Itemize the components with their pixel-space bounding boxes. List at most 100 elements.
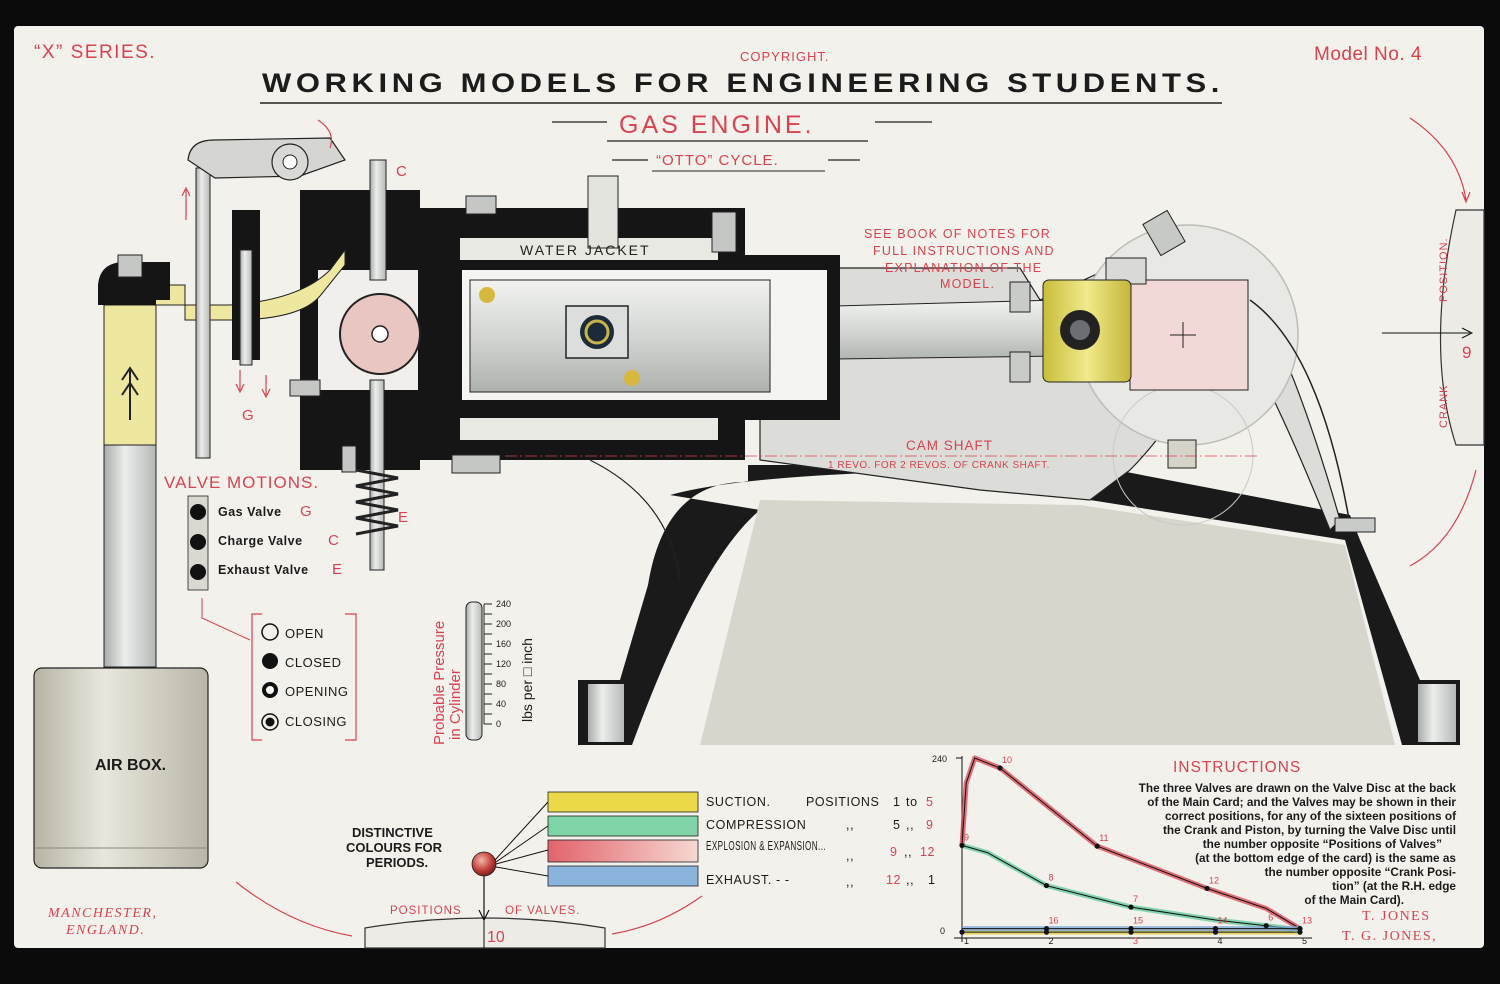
period-pivot-ball xyxy=(471,851,497,877)
gauge-tick-label: 80 xyxy=(496,679,506,689)
suction-ditto: POSITIONS xyxy=(806,795,879,809)
chart-point-label-7: 7 xyxy=(1133,894,1138,904)
crank-pin-inner xyxy=(1070,320,1090,340)
valve-indicator-dots xyxy=(190,504,206,580)
copyright-label: COPYRIGHT. xyxy=(740,49,829,64)
chart-ytick-label: 240 xyxy=(932,754,947,764)
chart-point-15 xyxy=(1128,925,1134,932)
instructions-line-1: The three Valves are drawn on the Valve … xyxy=(1139,781,1457,795)
chest-bolt xyxy=(341,445,357,473)
chart-point-label-3: 3 xyxy=(1133,936,1138,946)
instructions-line-9: of the Main Card). xyxy=(1304,893,1404,907)
instructions-line-6: (at the bottom edge of the card) is the … xyxy=(1195,851,1456,865)
expansion-label: EXPLOSION & EXPANSION... xyxy=(706,839,826,853)
air-pipe xyxy=(103,444,157,668)
gas-valve-rod xyxy=(195,167,211,459)
periods-legend: DISTINCTIVE COLOURS FOR PERIODS. SUCTION… xyxy=(346,791,935,922)
crank-label-1: CRANK xyxy=(1438,384,1450,428)
series-line-explosion-expansion xyxy=(961,757,1301,930)
compression-to-word: ,, xyxy=(906,818,914,832)
bed-foot-left xyxy=(588,684,624,742)
charge-valve-stem xyxy=(369,159,387,281)
gauge-tube xyxy=(465,601,483,741)
chart-point-label-9: 9 xyxy=(964,832,969,842)
gauge-tick-label: 0 xyxy=(496,719,501,729)
cycle-label: “OTTO” CYCLE. xyxy=(656,152,779,169)
note-line-4: MODEL. xyxy=(940,277,995,291)
cylinder-bolt-top-right xyxy=(711,211,737,253)
exhaust-swatch xyxy=(547,865,699,887)
exhaust-label: EXHAUST. - - xyxy=(706,873,790,887)
state-open: OPEN xyxy=(285,626,324,641)
instructions-line-4: the Crank and Piston, by turning the Val… xyxy=(1163,823,1456,837)
chart-point-11 xyxy=(1094,843,1100,849)
chart-point-label-2: 2 xyxy=(1049,936,1054,946)
disc-arrow-left xyxy=(235,881,353,937)
gas-valve-dot xyxy=(190,504,206,520)
piston-oil-hole-top xyxy=(479,287,495,303)
chart-point-label-14: 14 xyxy=(1218,916,1228,926)
piston-oil-hole-bottom xyxy=(624,370,640,386)
suction-to: 5 xyxy=(926,795,934,809)
compression-to: 9 xyxy=(926,818,934,832)
instructions-line-2: of the Main Card; and the Valves may be … xyxy=(1147,795,1456,809)
air-inlet-nut xyxy=(117,254,143,278)
gauge-unit: lbs per □ inch xyxy=(519,638,535,722)
closing-icon-inner xyxy=(265,717,275,727)
air-pipe-top xyxy=(98,262,170,305)
engine-note: SEE BOOK OF NOTES FOR FULL INSTRUCTIONS … xyxy=(864,227,1054,291)
closing-icon xyxy=(261,713,279,731)
chart-point-label-16: 16 xyxy=(1049,916,1059,926)
crank-disc-number: 9 xyxy=(1462,343,1471,362)
compression-from: 5 xyxy=(893,818,901,832)
author-line-2: T. G. JONES, xyxy=(1342,929,1437,944)
suction-to-word: to xyxy=(906,795,918,809)
engine-drawing xyxy=(33,137,1460,869)
chart-point-6 xyxy=(1263,923,1269,929)
crank-position-disc[interactable] xyxy=(1439,209,1485,446)
crank-bolt-bottom xyxy=(1009,351,1031,383)
gauge-tick-label: 160 xyxy=(496,639,511,649)
valve-disc[interactable] xyxy=(364,917,606,949)
valve-motion-list: Gas Valve G Charge Valve C Exhaust Valve… xyxy=(218,503,342,578)
gauge-tick-label: 200 xyxy=(496,619,511,629)
expansion-from: 9 xyxy=(890,845,898,859)
open-icon xyxy=(261,623,279,641)
subtitle: GAS ENGINE. xyxy=(619,111,815,139)
cam-block xyxy=(1167,439,1197,469)
chart-point-2 xyxy=(1043,929,1050,935)
left-bolt xyxy=(289,379,321,397)
expansion-to-word: ,, xyxy=(904,845,912,859)
periods-title-1: DISTINCTIVE xyxy=(352,825,433,840)
chart-point-7 xyxy=(1128,904,1134,910)
valve-label-e: E xyxy=(398,509,408,526)
states-bracket xyxy=(251,613,357,741)
compression-ditto: ,, xyxy=(846,818,854,832)
exhaust-arrow xyxy=(261,375,271,399)
valve-label-g: G xyxy=(242,407,254,424)
water-jacket-bottom xyxy=(460,418,718,440)
compression-label: COMPRESSION xyxy=(706,818,806,832)
series-label: “X” SERIES. xyxy=(34,42,156,63)
gas-valve-letter: G xyxy=(300,503,312,520)
state-opening: OPENING xyxy=(285,684,348,699)
valve-motions-title: VALVE MOTIONS. xyxy=(164,473,319,492)
chart-ytick-label: 0 xyxy=(940,926,945,936)
motion-arrows xyxy=(181,117,1477,937)
lever-nut xyxy=(1334,517,1376,533)
opening-icon-inner xyxy=(266,686,274,694)
bed-face xyxy=(700,500,1395,745)
instructions-title: INSTRUCTIONS xyxy=(1173,759,1301,776)
water-jacket-label: WATER JACKET xyxy=(520,242,651,258)
state-closing: CLOSING xyxy=(285,714,347,729)
expansion-ditto: ,, xyxy=(846,849,854,863)
exhaust-from: 12 xyxy=(886,873,901,887)
exhaust-to-word: ,, xyxy=(906,873,914,887)
chart-point-label-6: 6 xyxy=(1268,913,1273,923)
lever-pivot-pin xyxy=(282,154,298,170)
exhaust-valve-dot xyxy=(190,564,206,580)
place-line-1: MANCHESTER, xyxy=(47,906,157,921)
